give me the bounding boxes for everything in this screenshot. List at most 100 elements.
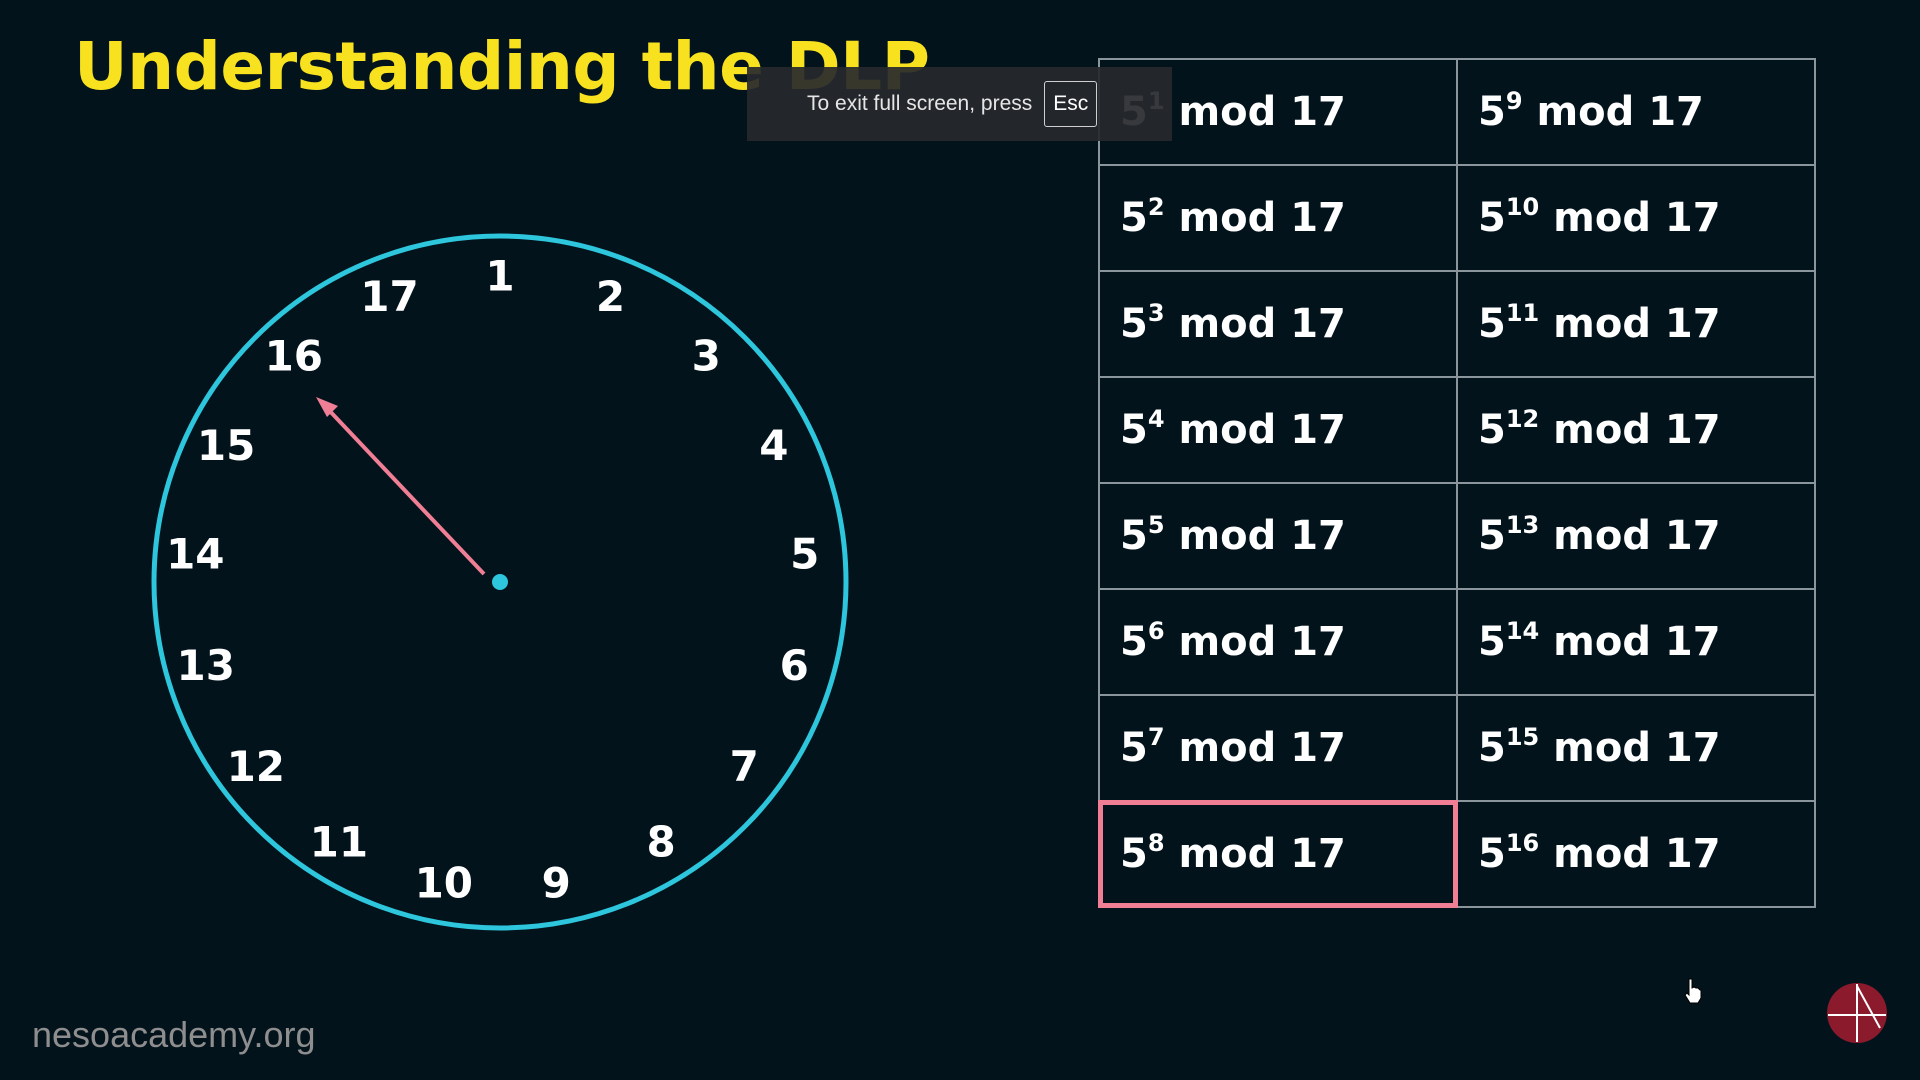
power-modulus: mod 17: [1164, 513, 1346, 559]
power-exponent: 8: [1147, 829, 1165, 857]
power-cell-5-5: 55 mod 17: [1098, 482, 1458, 590]
power-modulus: mod 17: [1164, 301, 1346, 347]
power-cell-5-14: 514 mod 17: [1456, 588, 1816, 696]
power-cell-5-6: 56 mod 17: [1098, 588, 1458, 696]
power-exponent: 7: [1147, 723, 1165, 751]
power-base: 5: [1478, 195, 1506, 241]
clock-hand: [323, 404, 486, 576]
clock-number-8: 8: [646, 818, 675, 867]
power-cell-5-11: 511 mod 17: [1456, 270, 1816, 378]
power-exponent: 9: [1505, 87, 1523, 115]
power-base: 5: [1120, 301, 1148, 347]
power-modulus: mod 17: [1164, 725, 1346, 771]
power-modulus: mod 17: [1539, 301, 1721, 347]
power-exponent: 11: [1505, 299, 1540, 327]
power-base: 5: [1478, 619, 1506, 665]
fullscreen-exit-notice: To exit full screen, press Esc: [747, 67, 1172, 141]
power-cell-5-8: 58 mod 17: [1098, 800, 1458, 908]
clock-number-17: 17: [360, 272, 418, 321]
clock-ring: [151, 233, 849, 931]
clock-number-4: 4: [759, 421, 788, 470]
power-modulus: mod 17: [1164, 89, 1346, 135]
clock-number-12: 12: [227, 742, 285, 791]
power-base: 5: [1478, 301, 1506, 347]
power-exponent: 3: [1147, 299, 1165, 327]
power-modulus: mod 17: [1539, 407, 1721, 453]
power-base: 5: [1478, 407, 1506, 453]
power-base: 5: [1478, 513, 1506, 559]
hand-cursor-icon: [1684, 978, 1702, 1004]
power-modulus: mod 17: [1164, 195, 1346, 241]
clock-number-11: 11: [310, 818, 368, 867]
power-base: 5: [1120, 619, 1148, 665]
clock-hand-arrowhead: [316, 397, 338, 417]
clock-number-1: 1: [485, 252, 514, 301]
power-modulus: mod 17: [1522, 89, 1704, 135]
power-base: 5: [1120, 407, 1148, 453]
power-base: 5: [1478, 831, 1506, 877]
power-base: 5: [1120, 513, 1148, 559]
clock-number-15: 15: [197, 421, 255, 470]
neso-logo-icon[interactable]: [1826, 982, 1888, 1044]
clock-number-16: 16: [265, 331, 323, 380]
power-cell-5-13: 513 mod 17: [1456, 482, 1816, 590]
power-cell-5-4: 54 mod 17: [1098, 376, 1458, 484]
clock-number-2: 2: [596, 272, 625, 321]
power-modulus: mod 17: [1539, 725, 1721, 771]
clock-number-6: 6: [780, 641, 809, 690]
power-base: 5: [1120, 831, 1148, 877]
power-modulus: mod 17: [1539, 831, 1721, 877]
power-cell-5-3: 53 mod 17: [1098, 270, 1458, 378]
esc-key-badge[interactable]: Esc: [1044, 81, 1098, 127]
clock-number-10: 10: [415, 858, 473, 907]
fullscreen-notice-text: To exit full screen, press: [807, 92, 1033, 115]
power-exponent: 5: [1147, 511, 1165, 539]
power-exponent: 6: [1147, 617, 1165, 645]
power-exponent: 13: [1505, 511, 1540, 539]
power-cell-5-12: 512 mod 17: [1456, 376, 1816, 484]
clock-number-9: 9: [542, 858, 571, 907]
power-exponent: 16: [1505, 829, 1540, 857]
power-exponent: 14: [1505, 617, 1540, 645]
power-modulus: mod 17: [1539, 513, 1721, 559]
brand-watermark: nesoacademy.org: [32, 1014, 316, 1055]
clock-number-14: 14: [166, 529, 224, 578]
power-cell-5-16: 516 mod 17: [1456, 800, 1816, 908]
power-base: 5: [1120, 725, 1148, 771]
power-exponent: 4: [1147, 405, 1165, 433]
power-exponent: 10: [1505, 193, 1540, 221]
power-cell-5-2: 52 mod 17: [1098, 164, 1458, 272]
clock-center-dot: [492, 574, 508, 590]
power-modulus: mod 17: [1164, 407, 1346, 453]
power-modulus: mod 17: [1539, 619, 1721, 665]
power-exponent: 15: [1505, 723, 1540, 751]
power-cell-5-9: 59 mod 17: [1456, 58, 1816, 166]
clock-number-5: 5: [790, 529, 819, 578]
power-base: 5: [1120, 195, 1148, 241]
power-modulus: mod 17: [1164, 831, 1346, 877]
power-cell-5-15: 515 mod 17: [1456, 694, 1816, 802]
power-exponent: 12: [1505, 405, 1540, 433]
clock-number-7: 7: [730, 742, 759, 791]
power-cell-5-10: 510 mod 17: [1456, 164, 1816, 272]
power-cell-5-7: 57 mod 17: [1098, 694, 1458, 802]
power-exponent: 2: [1147, 193, 1165, 221]
power-modulus: mod 17: [1539, 195, 1721, 241]
power-base: 5: [1478, 725, 1506, 771]
power-base: 5: [1478, 89, 1506, 135]
power-modulus: mod 17: [1164, 619, 1346, 665]
clock-number-3: 3: [692, 331, 721, 380]
clock-number-13: 13: [176, 641, 234, 690]
